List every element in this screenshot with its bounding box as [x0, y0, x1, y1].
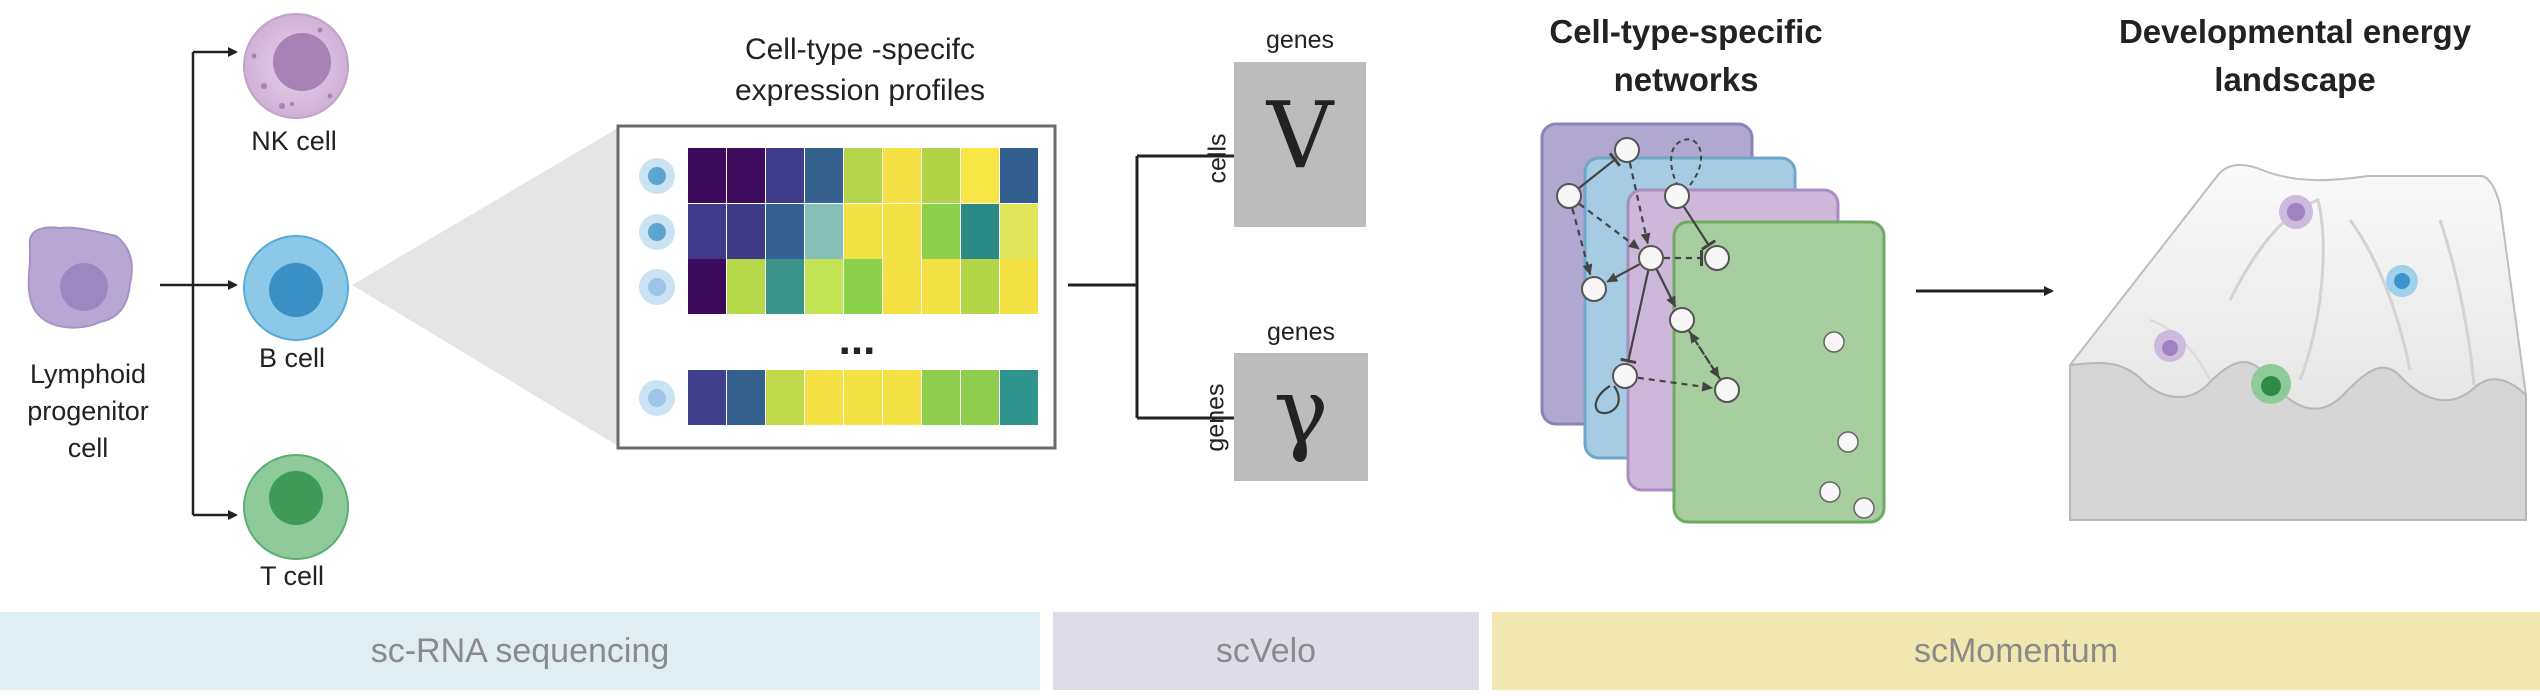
v-col-label: genes	[1265, 26, 1335, 54]
heatmap-cell	[805, 204, 843, 259]
b-cell-icon	[243, 235, 349, 341]
gamma-symbol: γ	[1273, 358, 1329, 465]
row-cell-nucleus	[648, 167, 666, 185]
heatmap-cell	[883, 370, 921, 425]
heatmap-cell	[922, 259, 960, 314]
row-cell-icons	[639, 158, 675, 416]
zoom-cone	[352, 128, 618, 446]
network-node	[1669, 307, 1695, 333]
heatmap-cell	[883, 259, 921, 314]
expression-heatmap	[688, 148, 1038, 425]
network-node	[1664, 183, 1690, 209]
t-cell-label: T cell	[259, 561, 325, 591]
band-scrna: sc-RNA sequencing	[0, 612, 1040, 690]
heatmap-cell	[688, 148, 726, 203]
network-node	[1581, 276, 1607, 302]
progenitor-label: Lymphoid progenitor cell	[27, 359, 149, 463]
networks-title: Cell-type-specific networks	[1549, 13, 1823, 98]
network-card	[1672, 220, 1886, 524]
row-cell-nucleus	[648, 223, 666, 241]
network-node	[1614, 137, 1640, 163]
heatmap-cell	[961, 148, 999, 203]
heatmap-cell	[1000, 204, 1038, 259]
heatmap-cell	[844, 204, 882, 259]
band-scmomentum-label: scMomentum	[1913, 631, 2119, 670]
network-node	[1638, 245, 1664, 271]
heatmap-cell	[727, 259, 765, 314]
network-graph	[1556, 137, 1740, 415]
nk-cell-label: NK cell	[251, 126, 337, 156]
energy-landscape	[2069, 164, 2527, 521]
branch-arrows	[160, 47, 238, 520]
heatmap-ellipsis: ...	[839, 315, 876, 364]
network-node	[1704, 245, 1730, 271]
landscape-title: Developmental energy landscape	[2118, 13, 2472, 98]
velocity-matrix	[1234, 62, 1366, 227]
row-cell-nucleus	[648, 278, 666, 296]
heatmap-cell	[961, 370, 999, 425]
gamma-row-label: genes	[1201, 383, 1230, 452]
heatmap-cell	[727, 204, 765, 259]
heatmap-cell	[961, 259, 999, 314]
heatmap-cell	[883, 204, 921, 259]
heatmap-cell	[805, 370, 843, 425]
network-card-stack	[1540, 122, 1886, 524]
band-scvelo: scVelo	[1053, 612, 1479, 690]
t-cell-icon	[243, 454, 349, 560]
heatmap-cell	[922, 148, 960, 203]
heatmap-cell	[727, 370, 765, 425]
heatmap-cell	[766, 148, 804, 203]
heatmap-cell	[1000, 259, 1038, 314]
network-node	[1714, 377, 1740, 403]
heatmap-cell	[688, 204, 726, 259]
heatmap-cell	[688, 370, 726, 425]
network-node	[1556, 183, 1582, 209]
gamma-col-label: genes	[1266, 318, 1336, 346]
heatmap-cell	[805, 259, 843, 314]
progenitor-cell-icon	[27, 226, 133, 329]
heatmap-cell	[1000, 370, 1038, 425]
heatmap-cell	[844, 370, 882, 425]
network-node	[1612, 363, 1638, 389]
nk-cell-icon	[243, 13, 349, 119]
heatmap-cell	[766, 370, 804, 425]
band-scvelo-label: scVelo	[1215, 631, 1317, 670]
band-scmomentum: scMomentum	[1492, 612, 2540, 690]
heatmap-cell	[766, 204, 804, 259]
heatmap-cell	[844, 148, 882, 203]
row-cell-nucleus	[648, 389, 666, 407]
heatmap-cell	[805, 148, 843, 203]
gamma-matrix	[1234, 353, 1368, 481]
matrix-bracket	[1068, 154, 1234, 420]
heatmap-cell	[727, 148, 765, 203]
heatmap-cell	[961, 204, 999, 259]
b-cell-label: B cell	[258, 343, 326, 373]
heatmap-cell	[1000, 148, 1038, 203]
heatmap-cell	[688, 259, 726, 314]
band-scrna-label: sc-RNA sequencing	[370, 631, 670, 670]
heatmap-cell	[922, 370, 960, 425]
v-row-label: cells	[1203, 133, 1232, 184]
heatmap-cell	[766, 259, 804, 314]
heatmap-cell	[883, 148, 921, 203]
v-symbol: V	[1266, 82, 1334, 189]
heatmap-cell	[844, 259, 882, 314]
expression-title: Cell-type -specifc expression profiles	[734, 33, 986, 107]
heatmap-cell	[922, 204, 960, 259]
